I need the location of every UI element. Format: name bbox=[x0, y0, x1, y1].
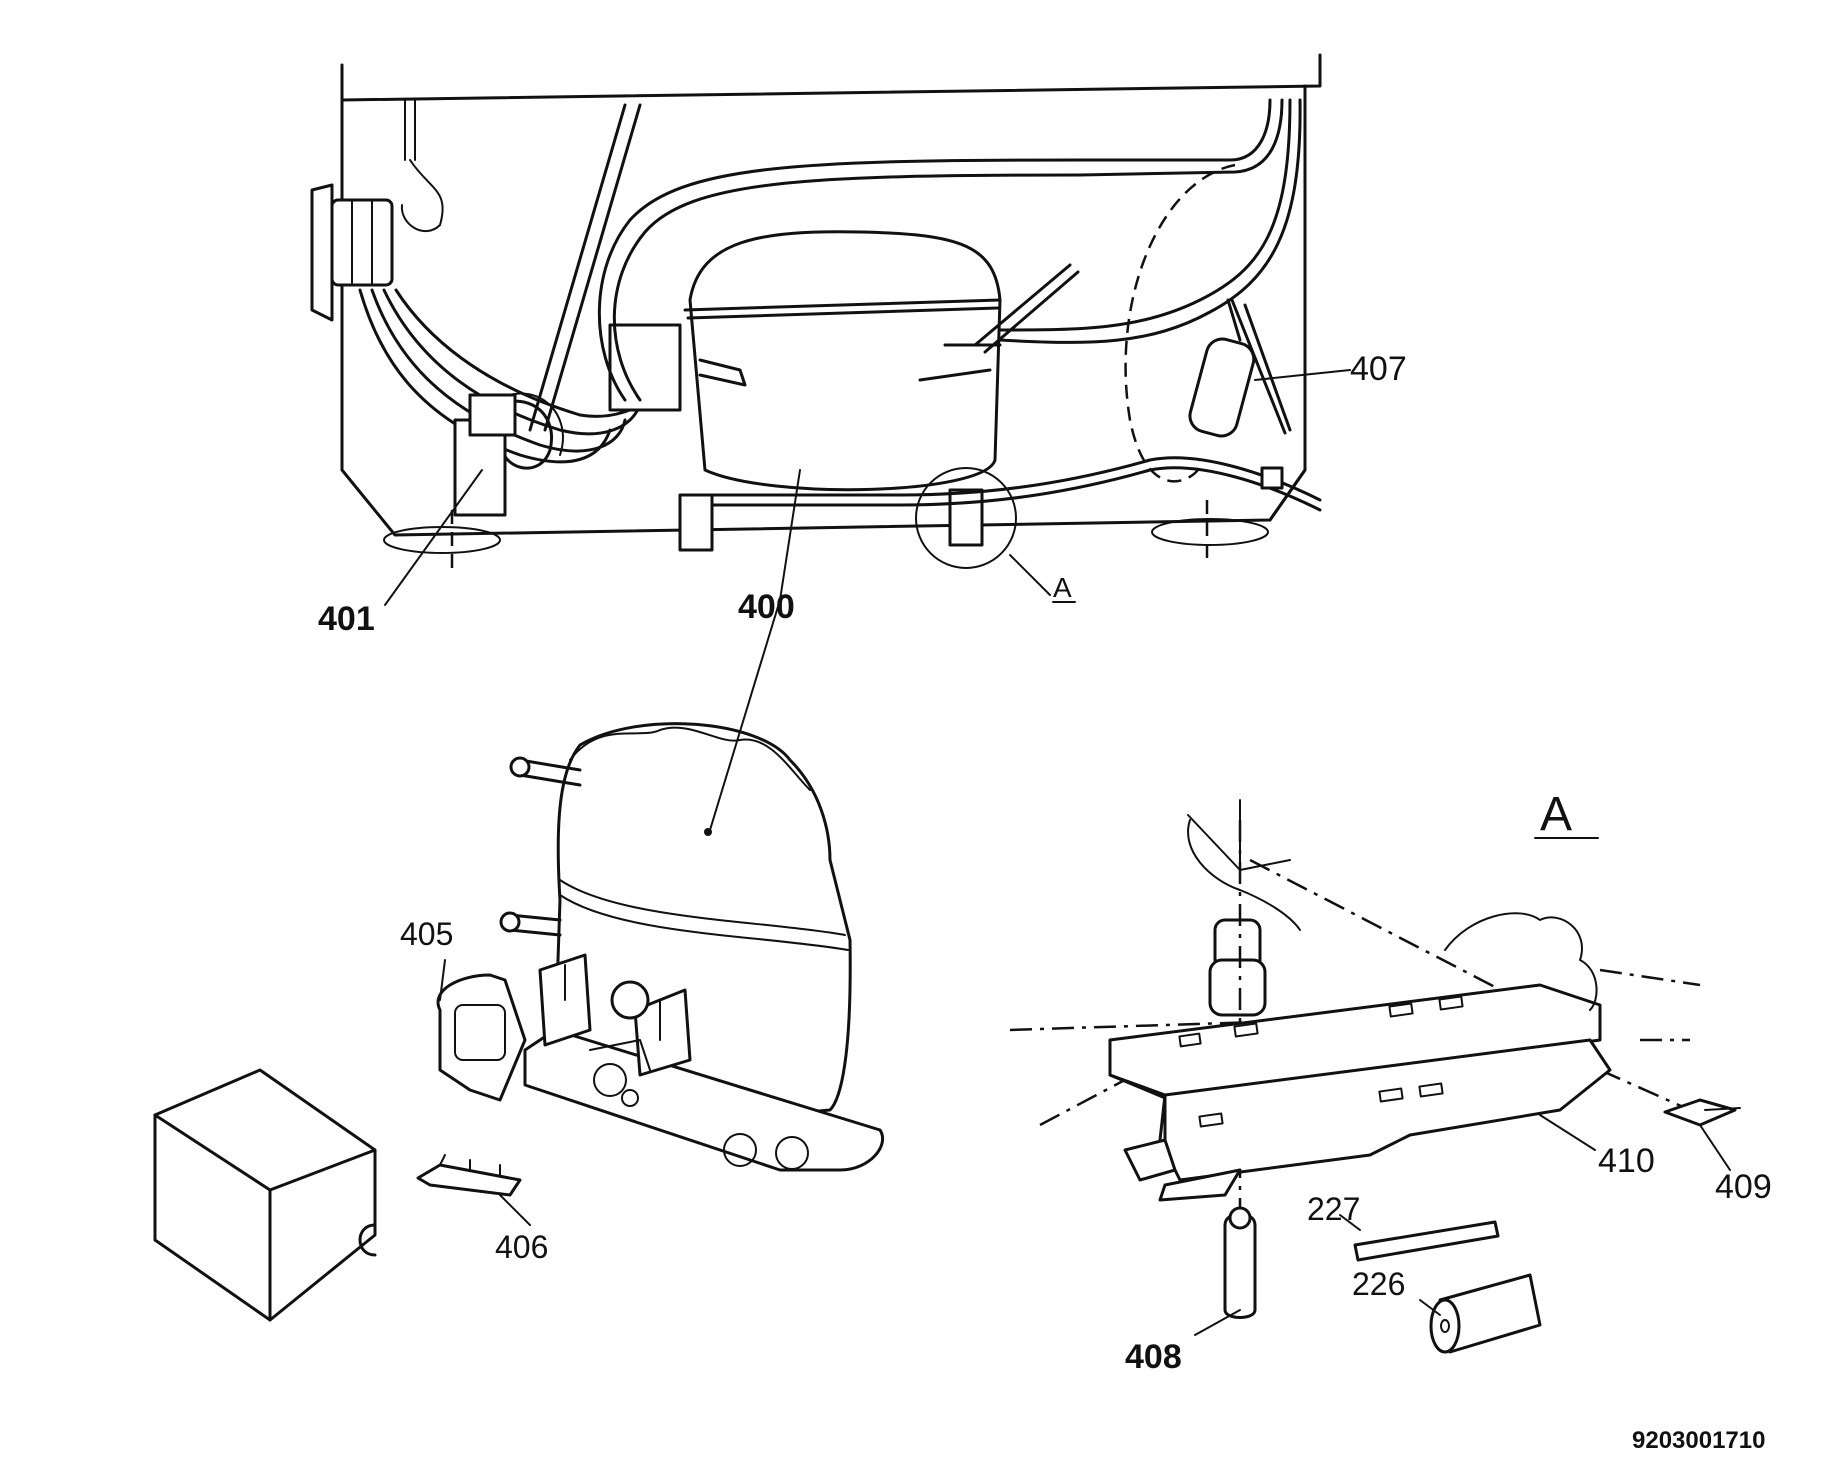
part-label-401: 401 bbox=[318, 600, 375, 638]
part-label-226: 226 bbox=[1352, 1266, 1405, 1302]
detail-a-exploded-view bbox=[1009, 799, 1741, 1354]
part-label-227: 227 bbox=[1307, 1191, 1360, 1227]
part-label-408: 408 bbox=[1125, 1338, 1182, 1376]
leader-226 bbox=[1419, 1299, 1441, 1316]
part-label-406: 406 bbox=[495, 1229, 548, 1265]
part-label-405: 405 bbox=[400, 916, 453, 952]
leader-405 bbox=[439, 959, 446, 1001]
part-label-410: 410 bbox=[1598, 1142, 1655, 1180]
leader-406 bbox=[499, 1194, 531, 1226]
leader-407 bbox=[1254, 369, 1351, 381]
leader-227 bbox=[1339, 1214, 1361, 1231]
detail-title-label: A bbox=[1540, 788, 1572, 841]
leader-409 bbox=[1699, 1124, 1731, 1171]
leader-410 bbox=[1539, 1114, 1596, 1151]
part-label-400: 400 bbox=[738, 588, 795, 626]
detail-ref-label: A bbox=[1053, 572, 1072, 603]
leader-detail-a bbox=[1009, 554, 1051, 596]
leader-401 bbox=[384, 469, 483, 606]
compressor-exploded-view bbox=[153, 599, 884, 1322]
leader-408 bbox=[1194, 1309, 1241, 1336]
drawing-number: 9203001710 bbox=[1632, 1427, 1765, 1454]
part-label-409: 409 bbox=[1715, 1168, 1772, 1206]
leader-400-top bbox=[779, 469, 801, 601]
part-label-407: 407 bbox=[1350, 350, 1407, 388]
cabinet-base-assembly bbox=[310, 53, 1351, 606]
